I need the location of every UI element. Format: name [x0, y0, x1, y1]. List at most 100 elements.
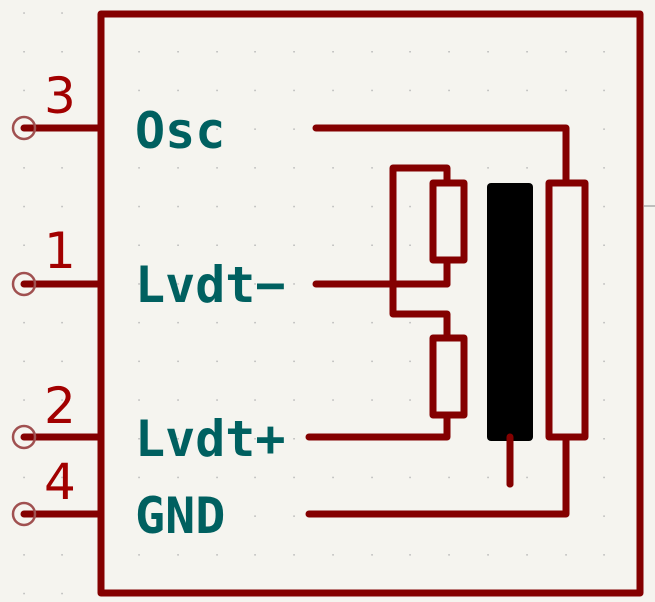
grid-dot — [254, 167, 256, 169]
grid-dot — [216, 476, 218, 479]
grid-dot — [138, 283, 140, 285]
pin-number: 2 — [44, 377, 76, 435]
grid-dot — [254, 476, 256, 479]
pin-endpoint-icon — [11, 501, 37, 527]
grid-dot — [216, 554, 218, 556]
grid-dot — [177, 554, 179, 556]
grid-dot — [409, 399, 411, 401]
symbol-body — [97, 10, 644, 597]
grid-dot — [603, 515, 605, 517]
grid-dot — [138, 244, 140, 246]
grid-dot — [332, 321, 334, 324]
grid-dot — [371, 205, 373, 208]
grid-dot — [332, 244, 334, 246]
grid-dot — [138, 476, 140, 479]
grid-dot — [487, 89, 489, 92]
grid-dot — [254, 321, 256, 324]
grid-dot — [138, 167, 140, 169]
grid-dot — [371, 167, 373, 169]
grid-dot — [293, 89, 295, 92]
secondary-coil-upper — [429, 179, 468, 264]
grid-dot — [293, 476, 295, 479]
grid-dot — [487, 167, 489, 169]
grid-dot — [293, 321, 295, 324]
grid-dot — [216, 205, 218, 208]
grid-dot — [23, 476, 25, 479]
grid-dot — [293, 167, 295, 169]
grid-dot — [23, 205, 25, 208]
grid-dot — [61, 321, 63, 324]
grid-dot — [603, 554, 605, 556]
pin-3[interactable]: 3 — [11, 67, 104, 141]
grid-dot — [61, 592, 63, 595]
grid-dot — [138, 51, 140, 53]
grid-dot — [177, 89, 179, 92]
grid-dot — [177, 360, 179, 363]
grid-dot — [23, 592, 25, 595]
pin-endpoint-icon — [11, 424, 37, 450]
pin-name-lvdt-minus: Lvdt− — [135, 256, 286, 314]
grid-dot — [448, 554, 450, 556]
grid-dot — [565, 89, 567, 92]
grid-dot — [177, 205, 179, 208]
grid-dot — [293, 554, 295, 556]
grid-dot — [23, 51, 25, 53]
magnetic-core — [487, 183, 533, 441]
grid-dot — [61, 167, 63, 169]
grid-dot — [61, 360, 63, 363]
pin-4[interactable]: 4 — [11, 453, 104, 527]
grid-dot — [177, 128, 179, 130]
grid-dot — [293, 283, 295, 285]
grid-dot — [332, 89, 334, 92]
grid-dot — [293, 205, 295, 208]
grid-dot — [216, 438, 218, 440]
grid-dot — [409, 360, 411, 363]
grid-dot — [23, 167, 25, 169]
grid-dot — [216, 244, 218, 246]
grid-dot — [254, 51, 256, 53]
grid-dot — [371, 321, 373, 324]
pin-name-lvdt-plus: Lvdt+ — [135, 410, 286, 468]
grid-dot — [603, 438, 605, 440]
grid-dot — [526, 554, 528, 556]
grid-dot — [487, 554, 489, 556]
grid-dot — [371, 360, 373, 363]
grid-dot — [371, 89, 373, 92]
pin-1[interactable]: 1 — [11, 222, 104, 297]
primary-coil — [545, 179, 589, 441]
grid-dot — [138, 205, 140, 208]
pin-2[interactable]: 2 — [11, 377, 104, 450]
pin-number: 1 — [44, 222, 76, 280]
grid-dot — [409, 51, 411, 53]
grid-dot — [23, 360, 25, 363]
grid-dot — [603, 476, 605, 479]
grid-dot — [216, 399, 218, 401]
grid-dot — [332, 476, 334, 479]
grid-dot — [603, 51, 605, 53]
grid-dot — [293, 360, 295, 363]
grid-dot — [603, 244, 605, 246]
grid-dot — [216, 89, 218, 92]
grid-dot — [138, 321, 140, 324]
grid-dot — [293, 438, 295, 440]
grid-dot — [409, 321, 411, 324]
grid-dot — [293, 244, 295, 246]
grid-dot — [487, 476, 489, 479]
grid-dot — [409, 89, 411, 92]
grid-dot — [177, 321, 179, 324]
grid-dot — [603, 283, 605, 285]
grid-dot — [138, 360, 140, 363]
grid-dot — [565, 554, 567, 556]
grid-dot — [61, 51, 63, 53]
grid-dot — [603, 128, 605, 130]
grid-dot — [216, 360, 218, 363]
grid-dot — [332, 399, 334, 401]
grid-dot — [603, 321, 605, 324]
grid-dot — [23, 12, 25, 14]
grid-dot — [293, 515, 295, 517]
grid-dot — [138, 554, 140, 556]
grid-dot — [61, 399, 63, 401]
grid-dot — [254, 399, 256, 401]
grid-dot — [61, 89, 63, 92]
